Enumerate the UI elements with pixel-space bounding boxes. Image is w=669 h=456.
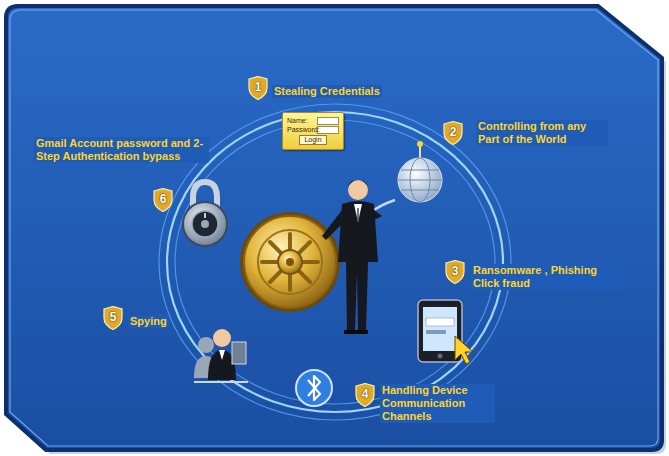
callout-badge: 6	[152, 188, 174, 212]
badge-outline	[446, 261, 464, 284]
callout-number: 5	[110, 311, 117, 323]
callout-caption: Ransomware , Phishing Click fraud	[471, 264, 626, 290]
callout-badge: 5	[102, 306, 124, 330]
callout-badge: 2	[442, 121, 464, 145]
login-panel: Name:Password:Login	[282, 112, 344, 150]
callout-number: 3	[452, 265, 459, 277]
callout-number: 2	[450, 126, 457, 138]
login-row: Login	[287, 135, 339, 145]
caption-box: Controlling from any Part of the World	[476, 120, 608, 147]
callout-badge: 3	[444, 260, 466, 284]
callout-caption: Gmail Account password and 2-Step Authen…	[34, 137, 209, 163]
login-row: Password:	[287, 126, 339, 134]
caption-box: Gmail Account password and 2-Step Authen…	[34, 137, 209, 164]
callout-caption: Spying	[128, 315, 169, 328]
callout-badge: 1	[247, 76, 269, 100]
caption-box: Handling Device Communication Channels	[380, 384, 495, 424]
callout-number: 1	[255, 81, 262, 93]
callout-caption: Handling Device Communication Channels	[380, 384, 495, 423]
caption-box: Ransomware , Phishing Click fraud	[471, 264, 626, 291]
callout-number: 4	[362, 388, 369, 400]
callout-caption: Controlling from any Part of the World	[476, 120, 608, 146]
badge-outline	[444, 122, 462, 145]
callout-caption: Stealing Credentials	[272, 85, 382, 98]
input-field	[317, 126, 339, 134]
badge-outline	[356, 384, 374, 407]
login-row: Name:	[287, 117, 339, 125]
badge-outline	[104, 307, 122, 330]
callout-number: 6	[160, 193, 167, 205]
field-label: Name:	[287, 117, 317, 125]
caption-box: Spying	[128, 311, 188, 329]
callout-badge: 4	[354, 383, 376, 407]
badge-outline	[249, 77, 267, 100]
caption-box: Stealing Credentials	[272, 81, 422, 99]
field-label: Password:	[287, 126, 317, 134]
login-button: Login	[299, 135, 326, 145]
input-field	[317, 117, 339, 125]
badge-outline	[154, 189, 172, 212]
